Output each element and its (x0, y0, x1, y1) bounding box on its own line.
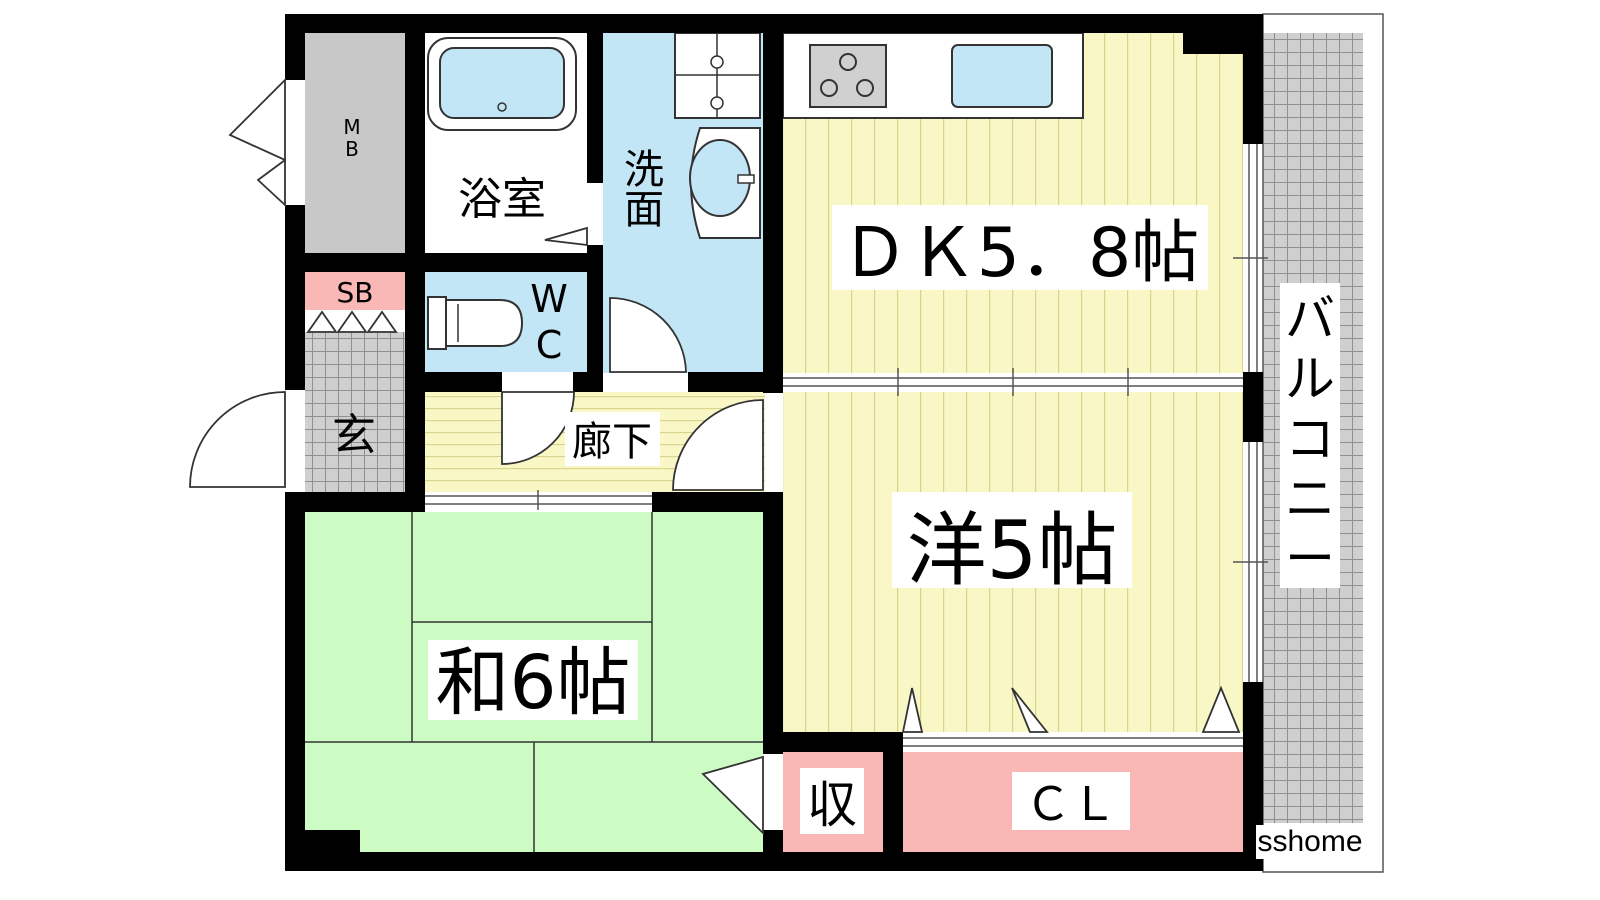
toilet-door (501, 391, 575, 465)
closet-door-3 (1201, 685, 1241, 733)
washbasin-icon (674, 32, 761, 239)
balcony-label-char: ル (1285, 350, 1335, 408)
bathroom-label: 浴室 (458, 174, 546, 225)
meter-box-door-lower (256, 158, 286, 208)
meter-box-door-upper (228, 77, 286, 162)
kitchen-counter (782, 32, 1084, 119)
partition-lines (425, 144, 1268, 747)
japanese-room-label: 和6帖 (435, 640, 630, 726)
toilet-icon (427, 296, 524, 350)
bath-door (544, 226, 588, 247)
shoe-box-door-2 (336, 310, 368, 333)
closet-door-2 (1011, 687, 1049, 733)
storage-door (701, 755, 764, 836)
sink-icon (951, 44, 1053, 108)
balcony-label-char: バ (1285, 290, 1335, 348)
balcony-border (1262, 13, 1384, 873)
entrance-door (189, 391, 286, 488)
washroom-label: 洗面 (617, 148, 663, 228)
tatami-lines (305, 512, 763, 852)
bathtub-icon (427, 37, 577, 131)
corridor-label: 廊下 (572, 419, 652, 465)
shoe-box-door-3 (366, 310, 398, 333)
closet-doors-strip (903, 732, 1243, 752)
entrance-label: 玄 (332, 410, 376, 461)
storage-label: 収 (807, 776, 857, 834)
shoe-box-door-1 (306, 310, 338, 333)
washroom-door (609, 297, 687, 373)
western-room-door (672, 399, 764, 491)
doors (189, 77, 1241, 836)
balcony-label-char: ー (1285, 530, 1335, 588)
closet-door-1 (901, 687, 924, 733)
balcony-label: バ ル コ ニ ー (1285, 290, 1335, 588)
shoe-box-label: SB (337, 276, 374, 309)
toilet-label-c: C (536, 323, 563, 367)
toilet-label-w: W (530, 277, 568, 321)
western-room-label: 洋5帖 (907, 504, 1118, 597)
dining-kitchen-label: ＤＫ5．8帖 (841, 214, 1200, 293)
label-backgrounds (338, 112, 1364, 859)
stove-icon (809, 44, 887, 108)
closet-label: ＣＬ (1025, 777, 1117, 831)
balcony-label-char: ニ (1285, 470, 1335, 528)
balcony-label-char: コ (1285, 410, 1335, 468)
walls (285, 14, 1263, 871)
entrance-floor (305, 332, 405, 492)
watermark: sshome (1257, 825, 1362, 858)
shoe-box-area (305, 272, 405, 310)
